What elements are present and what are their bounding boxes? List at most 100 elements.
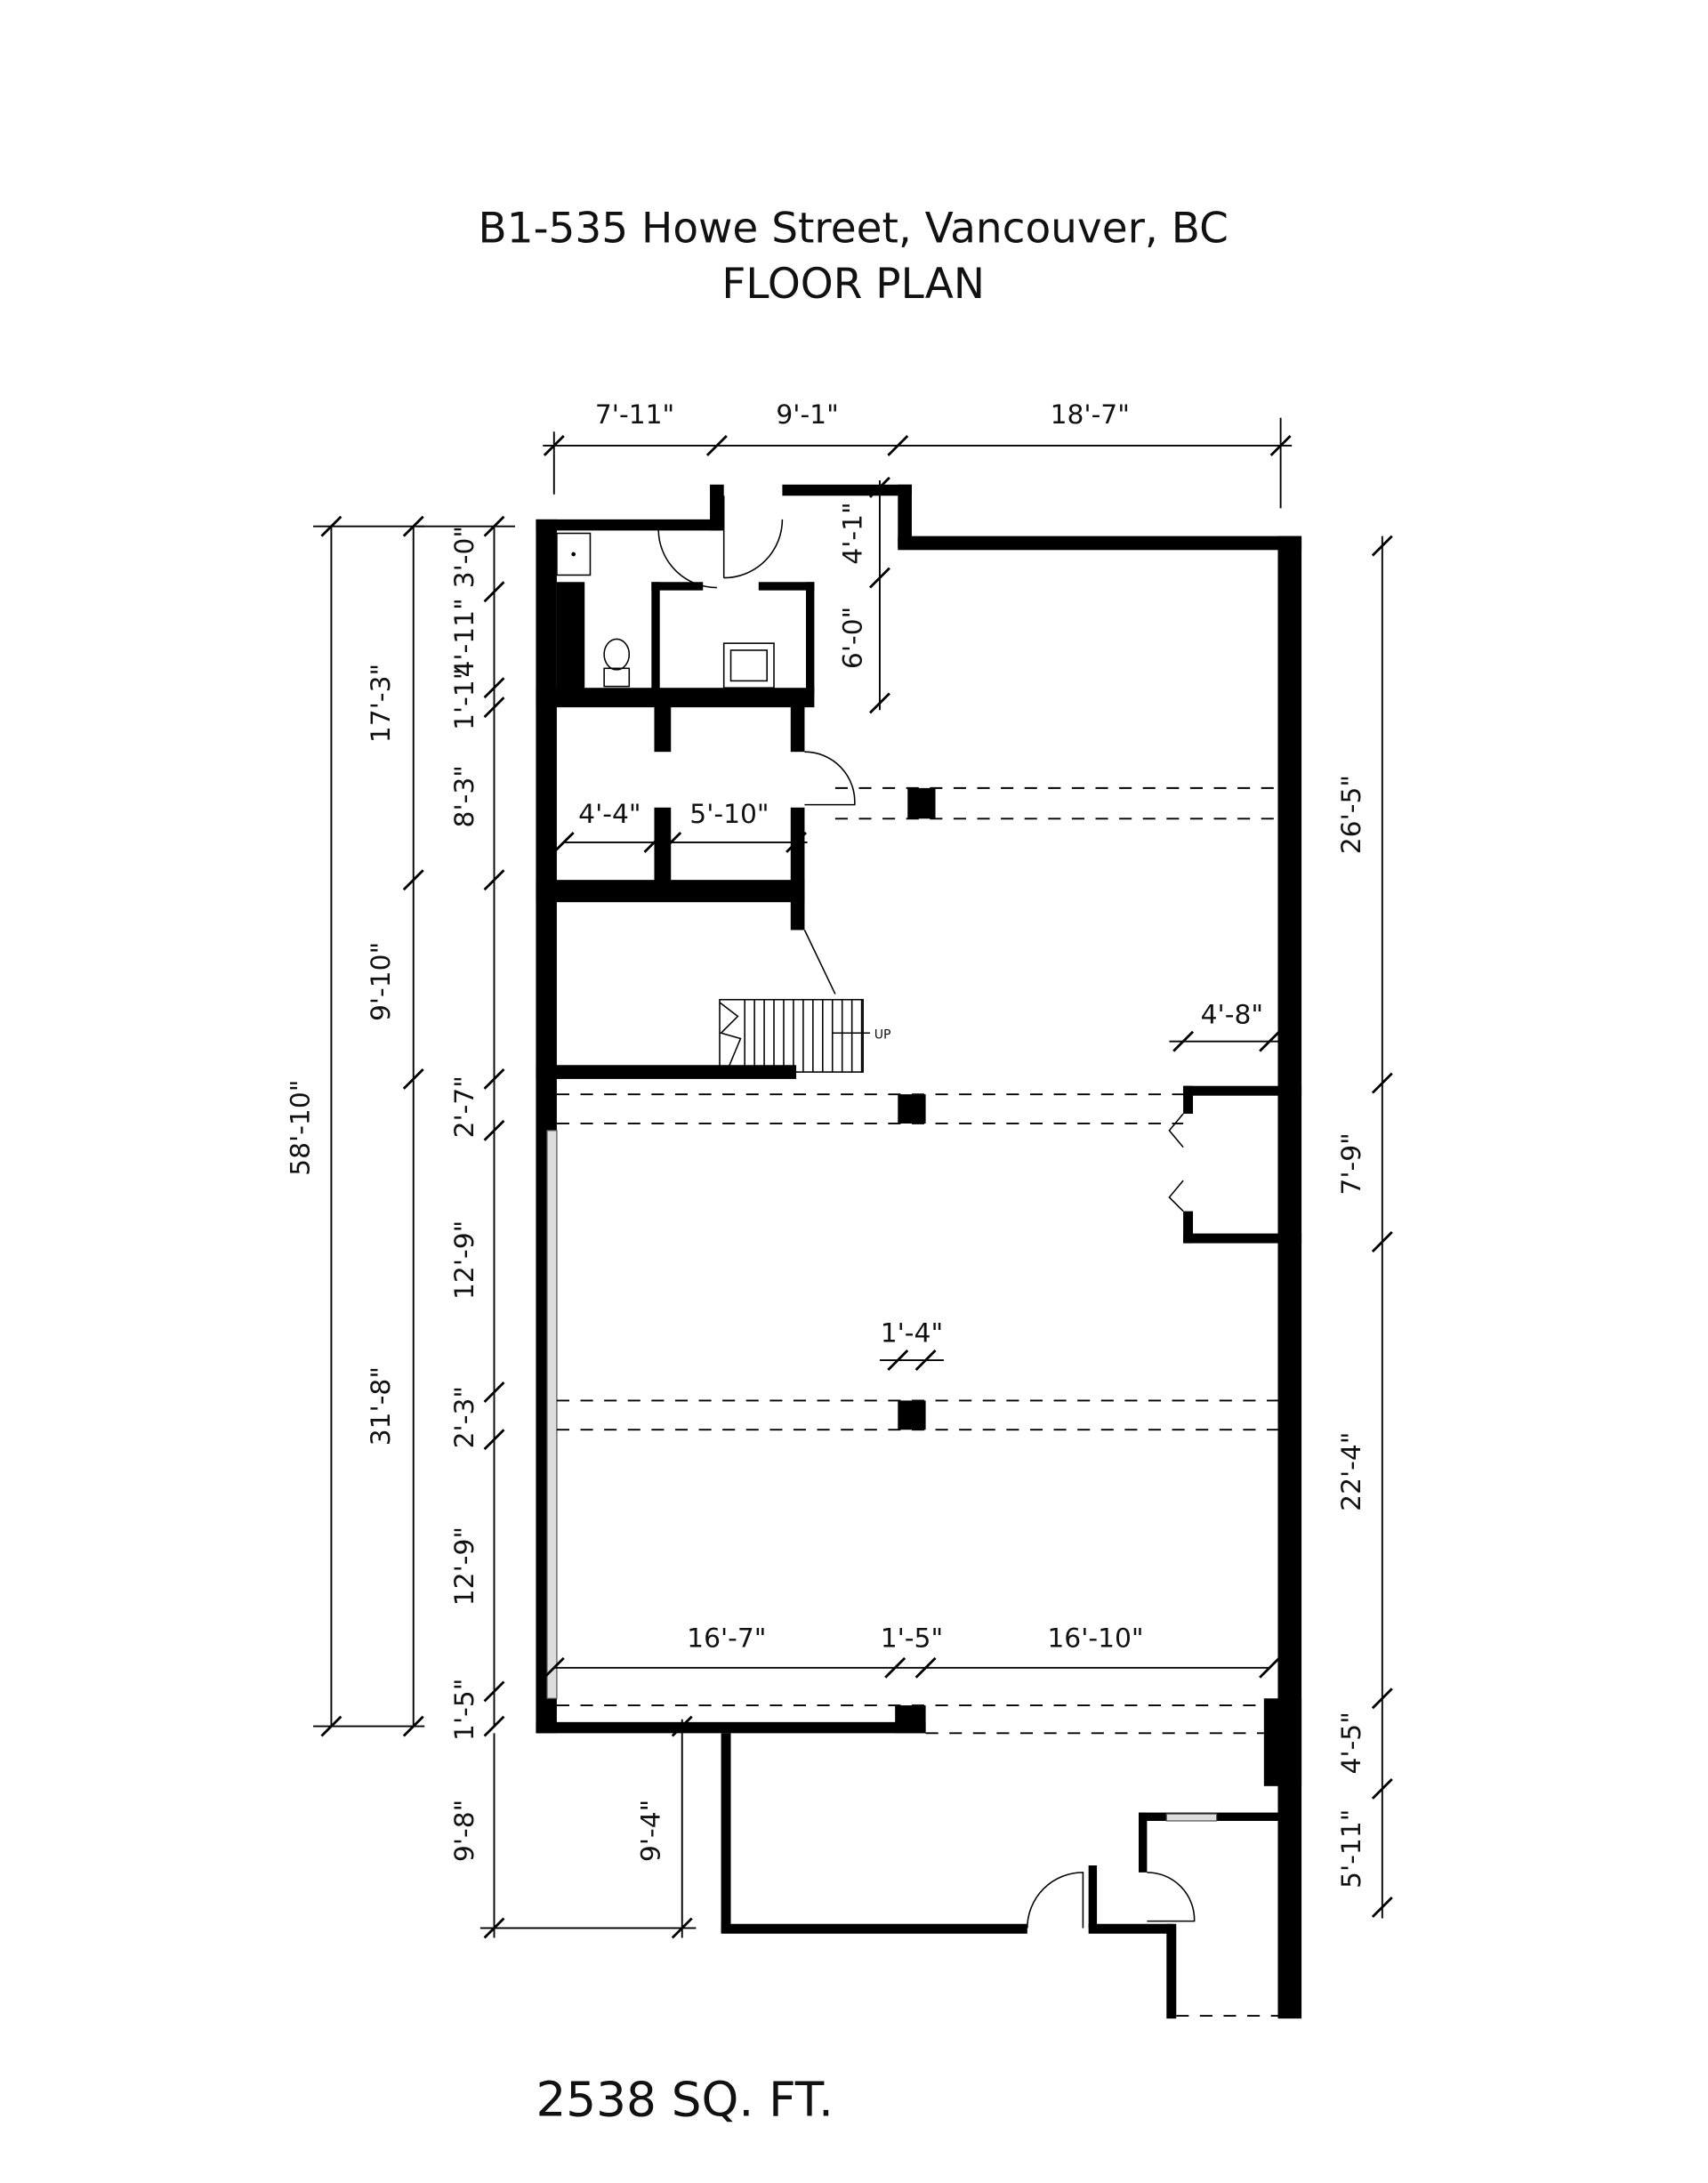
dimension-lines	[313, 417, 1393, 1939]
total-area: 2538 SQ. FT.	[536, 2073, 833, 2128]
dimension-tick	[1371, 1688, 1393, 1710]
dim-label: 4'-8"	[1201, 999, 1263, 1030]
dimension-tick	[483, 1680, 505, 1703]
dim-label: 5'-10"	[689, 799, 769, 830]
dim-label: 8'-3"	[449, 765, 480, 827]
window-glazing	[546, 1130, 558, 1699]
door-swing	[1147, 1872, 1196, 1922]
dimension-tick	[884, 1656, 906, 1679]
dim-label: 4'-4"	[578, 799, 640, 830]
dimension-tick	[1172, 1030, 1195, 1052]
dim-label: 1'-1"	[449, 668, 480, 730]
dim-label: 4'-1"	[838, 502, 869, 564]
dim-label: 4'-11"	[449, 598, 480, 677]
door-swing	[657, 528, 717, 589]
dimension-tick	[1371, 1897, 1393, 1918]
dimension-tick	[402, 869, 424, 891]
dimension-tick	[483, 1917, 505, 1939]
plan-title-label: FLOOR PLAN	[721, 260, 985, 309]
dimension-tick	[483, 697, 505, 719]
dim-label: 31'-8"	[366, 1366, 397, 1446]
dimension-tick	[483, 515, 505, 537]
dim-label: 16'-10"	[1047, 1623, 1143, 1654]
dimension-tick	[887, 1349, 909, 1371]
column	[898, 1400, 926, 1430]
columns	[895, 787, 936, 1734]
dimension-tick	[868, 692, 890, 714]
dimension-tick	[320, 515, 342, 537]
dimension-tick	[1371, 1778, 1393, 1800]
dim-label: 4'-5"	[1336, 1712, 1367, 1774]
dim-label: 6'-0"	[838, 607, 869, 669]
toilet-icon	[603, 638, 631, 671]
dimension-tick	[643, 831, 665, 853]
dimension-tick	[660, 831, 682, 853]
dimension-tick	[671, 1715, 693, 1737]
dim-label: 12'-9"	[449, 1220, 480, 1300]
dim-label: 5'-11"	[1336, 1809, 1367, 1889]
dimension-tick	[1259, 1656, 1281, 1679]
dimension-tick	[483, 1429, 505, 1451]
dimension-tick	[483, 1381, 505, 1403]
dimension-tick	[483, 677, 505, 699]
plan-title-address: B1-535 Howe Street, Vancouver, BC	[479, 204, 1229, 253]
dimension-tick	[1259, 1030, 1281, 1052]
dim-label: 12'-9"	[449, 1526, 480, 1606]
dimension-tick	[543, 1656, 565, 1679]
beam-lines	[556, 786, 1278, 2017]
dimension-labels: 7'-11" 9'-1" 18'-7" 58'-10" 17'-3" 9'-10…	[285, 399, 1366, 1889]
dim-label: 17'-3"	[366, 664, 397, 743]
dim-label: 16'-7"	[687, 1623, 766, 1654]
column	[907, 787, 936, 819]
dim-label: 1'-4"	[881, 1318, 943, 1349]
doors	[556, 495, 1196, 1929]
bifold-door	[1168, 1113, 1184, 1212]
dim-label: 9'-8"	[449, 1800, 480, 1862]
dim-label: 9'-10"	[366, 942, 397, 1021]
column	[895, 1705, 926, 1734]
dimension-tick	[402, 515, 424, 537]
door-swing	[722, 495, 784, 579]
dim-label: 7'-9"	[1336, 1132, 1367, 1195]
walls	[536, 484, 1302, 2019]
sink-icon	[556, 532, 592, 576]
dimension-tick	[705, 434, 728, 456]
dimension-tick	[402, 1067, 424, 1090]
dimension-tick	[402, 1715, 424, 1737]
dimension-tick	[1269, 434, 1292, 456]
sink-icon	[722, 642, 775, 689]
dimension-tick	[543, 434, 565, 456]
door-swing	[804, 751, 856, 806]
dimension-tick	[483, 1119, 505, 1141]
dimension-tick	[1371, 1231, 1393, 1253]
dim-label: 58'-10"	[285, 1080, 316, 1176]
dim-label: 26'-5"	[1336, 775, 1367, 854]
dimension-tick	[1371, 1072, 1393, 1094]
stairs-up-label: UP	[874, 1028, 891, 1043]
dimension-tick	[483, 581, 505, 603]
dim-label: 18'-7"	[1051, 399, 1130, 431]
dim-label: 1'-5"	[449, 1679, 480, 1741]
dim-label: 2'-7"	[449, 1075, 480, 1138]
column	[898, 1094, 926, 1124]
door-swing	[803, 930, 836, 995]
dimension-tick	[483, 1067, 505, 1090]
dimension-tick	[483, 869, 505, 891]
dim-label: 22'-4"	[1336, 1432, 1367, 1511]
dimension-tick	[914, 1349, 937, 1371]
dimension-tick	[320, 1715, 342, 1737]
dim-label: 1'-5"	[881, 1623, 943, 1654]
window-glazing-small	[1165, 1813, 1218, 1822]
dimension-tick	[914, 1656, 937, 1679]
dimension-tick	[868, 476, 890, 498]
dimension-tick	[1371, 535, 1393, 557]
dimension-tick	[671, 1917, 693, 1939]
dim-label: 9'-1"	[776, 399, 838, 431]
dimension-tick	[868, 567, 890, 589]
dimension-tick	[552, 831, 575, 853]
dimension-tick	[786, 831, 808, 853]
door-swing	[1027, 1872, 1084, 1929]
dim-label: 2'-3"	[449, 1386, 480, 1448]
dim-label: 7'-11"	[595, 399, 674, 431]
